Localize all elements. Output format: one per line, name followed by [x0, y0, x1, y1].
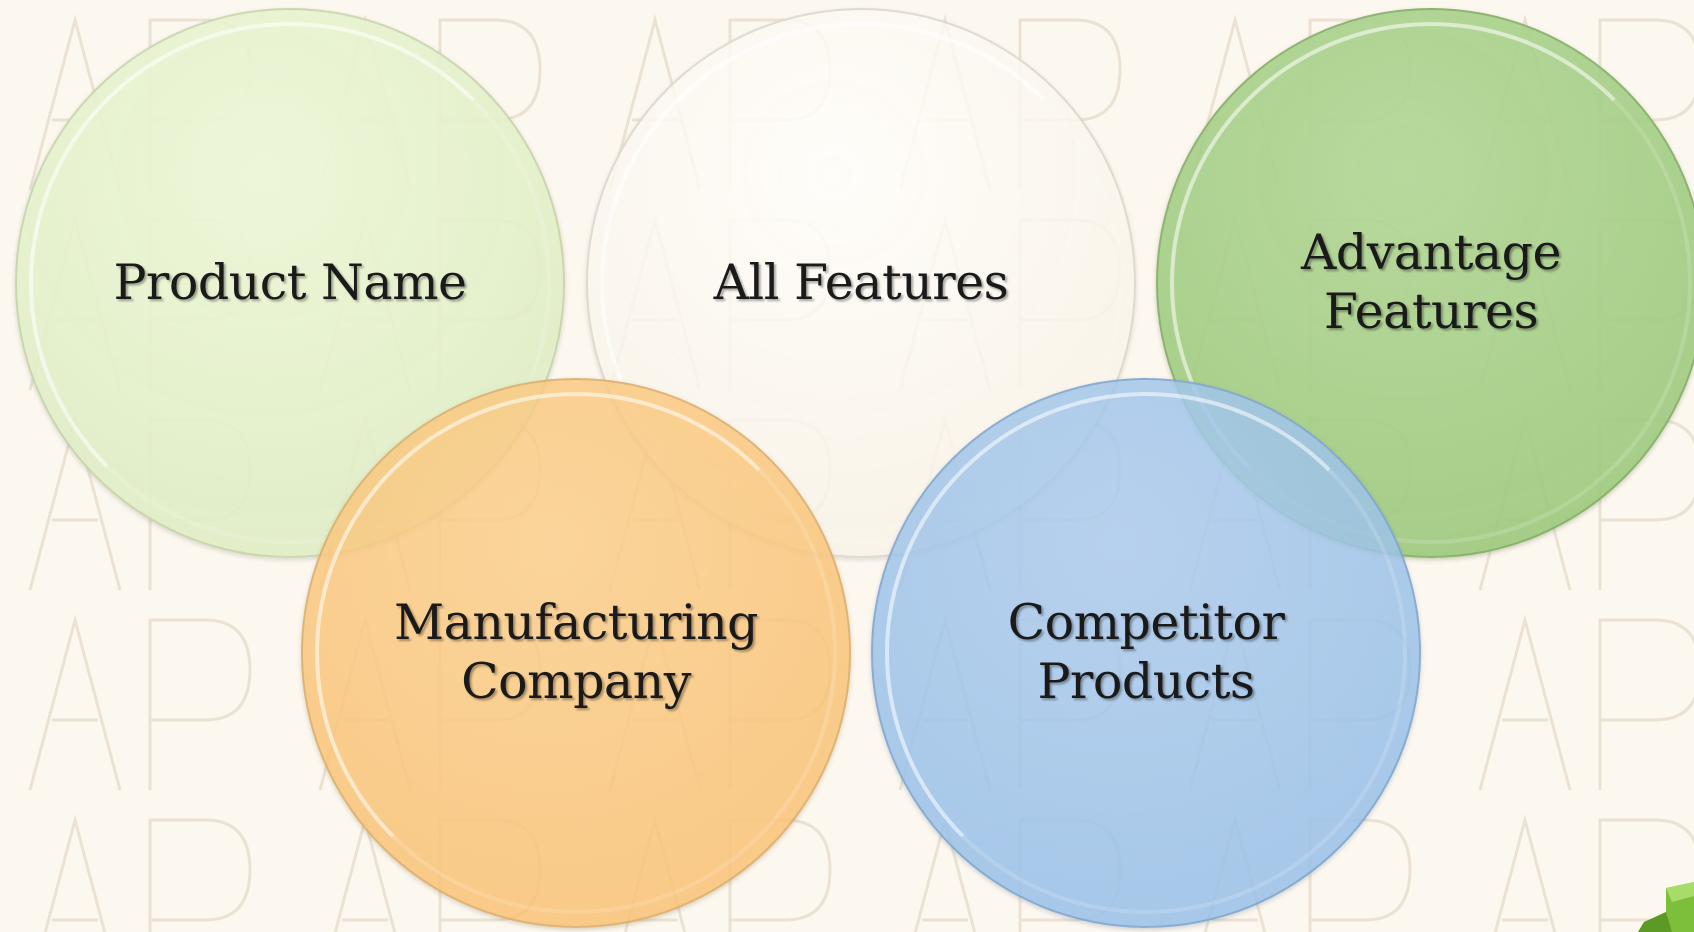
circle-label-advantage-features: Advantage Features	[1301, 224, 1561, 340]
circle-manufacturing-company: Manufacturing Company	[301, 378, 851, 928]
circle-product-name: Product Name	[15, 8, 565, 558]
circle-label-all-features: All Features	[713, 253, 1009, 311]
circle-competitor-products: Competitor Products	[871, 378, 1421, 928]
circle-label-manufacturing-company: Manufacturing Company	[393, 594, 759, 710]
circle-label-product-name: Product Name	[113, 253, 467, 311]
corner-cube-icon	[1638, 882, 1694, 932]
circle-label-competitor-products: Competitor Products	[1007, 594, 1285, 710]
